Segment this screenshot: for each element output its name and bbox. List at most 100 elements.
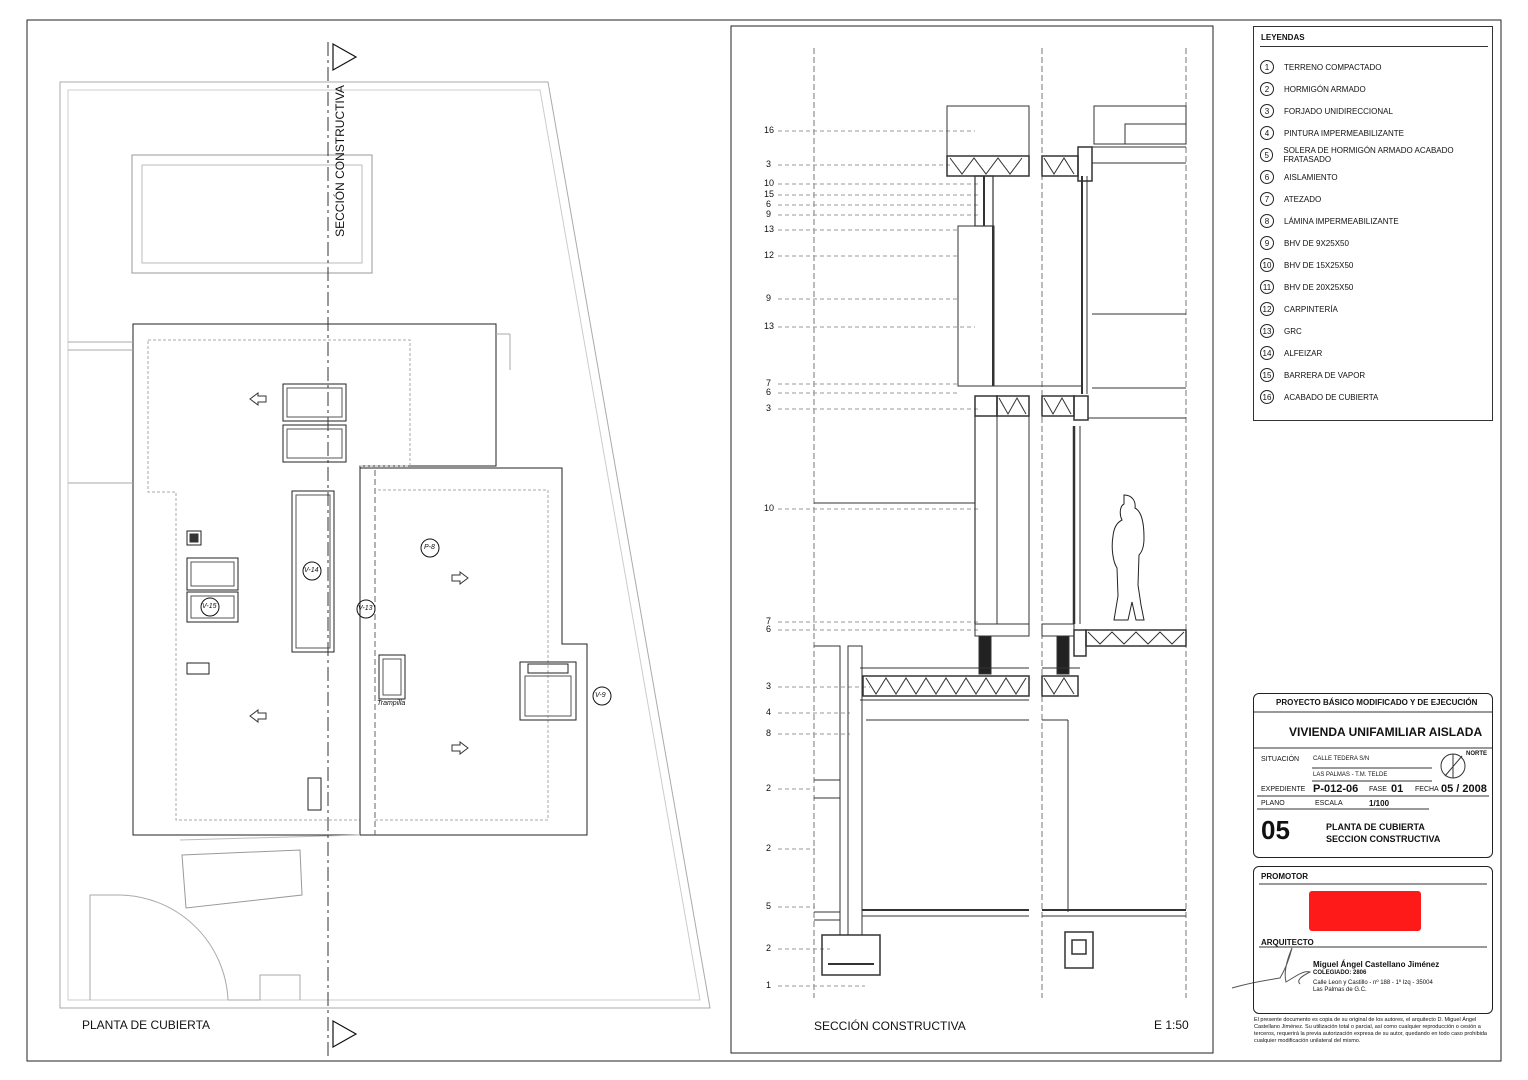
legend-item: 2 HORMIGÓN ARMADO bbox=[1260, 81, 1366, 97]
legend-text: LÁMINA IMPERMEABILIZANTE bbox=[1284, 216, 1399, 226]
fase-label: FASE bbox=[1369, 786, 1387, 793]
level-marker: 2 bbox=[766, 783, 772, 793]
copyright-disclaimer: El presente documento es copia de su ori… bbox=[1254, 1017, 1487, 1044]
legend-text: BHV DE 20X25X50 bbox=[1284, 282, 1354, 292]
legend-number: 4 bbox=[1260, 126, 1274, 140]
situacion-line-2: LAS PALMAS - T.M. TELDE bbox=[1313, 772, 1388, 778]
level-marker: 6 bbox=[766, 624, 772, 634]
legend-text: HORMIGÓN ARMADO bbox=[1284, 84, 1366, 94]
level-marker: 9 bbox=[766, 293, 772, 303]
level-marker: 8 bbox=[766, 728, 772, 738]
legend-text: ALFEIZAR bbox=[1284, 348, 1323, 358]
legend-number: 6 bbox=[1260, 170, 1274, 184]
legend-item: 7 ATEZADO bbox=[1260, 191, 1321, 207]
plan-tag: V-9 bbox=[595, 692, 606, 699]
project-name: VIVIENDA UNIFAMILIAR AISLADA bbox=[1289, 725, 1483, 739]
legend-number: 13 bbox=[1260, 324, 1274, 338]
level-marker: 6 bbox=[766, 199, 772, 209]
level-marker: 7 bbox=[766, 616, 772, 626]
level-marker: 15 bbox=[764, 189, 775, 199]
level-marker: 2 bbox=[766, 943, 772, 953]
level-marker: 1 bbox=[766, 980, 772, 990]
plan-tag: P-8 bbox=[424, 544, 435, 551]
legend-number: 3 bbox=[1260, 104, 1274, 118]
legend-item: 1 TERRENO COMPACTADO bbox=[1260, 59, 1381, 75]
plano-number: 05 bbox=[1261, 815, 1290, 845]
legend-number: 10 bbox=[1260, 258, 1274, 272]
legend-number: 15 bbox=[1260, 368, 1274, 382]
plan-title: PLANTA DE CUBIERTA bbox=[82, 1018, 211, 1032]
level-marker: 10 bbox=[764, 178, 775, 188]
legend-number: 7 bbox=[1260, 192, 1274, 206]
legend-text: PINTURA IMPERMEABILIZANTE bbox=[1284, 128, 1405, 138]
legend-item: 4 PINTURA IMPERMEABILIZANTE bbox=[1260, 125, 1404, 141]
level-marker: 4 bbox=[766, 707, 772, 717]
legend-item: 10 BHV DE 15X25X50 bbox=[1260, 257, 1353, 273]
legend-number: 8 bbox=[1260, 214, 1274, 228]
plano-title-1: PLANTA DE CUBIERTA bbox=[1326, 822, 1425, 832]
section-scale: E 1:50 bbox=[1154, 1018, 1189, 1032]
fecha-label: FECHA bbox=[1415, 786, 1439, 793]
level-marker: 9 bbox=[766, 209, 772, 219]
level-marker: 16 bbox=[764, 125, 775, 135]
legend-text: TERRENO COMPACTADO bbox=[1284, 62, 1382, 72]
plan-tag: V-14 bbox=[304, 567, 319, 574]
escala-label: ESCALA bbox=[1315, 800, 1343, 807]
legend-text: GRC bbox=[1284, 326, 1302, 336]
legend-text: BHV DE 9X25X50 bbox=[1284, 238, 1349, 248]
architect-name: Miguel Ángel Castellano Jiménez bbox=[1313, 960, 1440, 969]
legend-number: 11 bbox=[1260, 280, 1274, 294]
legend-text: CARPINTERÍA bbox=[1284, 304, 1338, 314]
construction-section bbox=[730, 25, 1214, 1054]
architect-address-1: Calle Leon y Castillo - nº 188 - 1º Izq … bbox=[1313, 980, 1433, 986]
legend-text: ATEZADO bbox=[1284, 194, 1322, 204]
architect-address-2: Las Palmas de G.C. bbox=[1313, 987, 1367, 993]
level-marker: 2 bbox=[766, 843, 772, 853]
legend-item: 3 FORJADO UNIDIRECCIONAL bbox=[1260, 103, 1393, 119]
legend-text: FORJADO UNIDIRECCIONAL bbox=[1284, 106, 1393, 116]
legend-item: 14 ALFEIZAR bbox=[1260, 345, 1322, 361]
level-marker: 3 bbox=[766, 403, 772, 413]
legend-number: 12 bbox=[1260, 302, 1274, 316]
level-marker: 12 bbox=[764, 250, 775, 260]
arquitecto-label: ARQUITECTO bbox=[1261, 938, 1314, 947]
legend-number: 14 bbox=[1260, 346, 1274, 360]
title-block: PROYECTO BÁSICO MODIFICADO Y DE EJECUCIÓ… bbox=[1253, 693, 1493, 858]
architect-colegiado: COLEGIADO: 2806 bbox=[1313, 970, 1367, 976]
legend-text: BHV DE 15X25X50 bbox=[1284, 260, 1354, 270]
level-marker: 7 bbox=[766, 378, 772, 388]
fase-value: 01 bbox=[1391, 783, 1404, 795]
escala-value: 1/100 bbox=[1369, 799, 1390, 808]
plano-label: PLANO bbox=[1261, 800, 1285, 807]
legend-text: BARRERA DE VAPOR bbox=[1284, 370, 1366, 380]
legend-item: 12 CARPINTERÍA bbox=[1260, 301, 1338, 317]
promotor-block: PROMOTOR ARQUITECTO Miguel Ángel Castell… bbox=[1253, 866, 1493, 1014]
fecha-value: 05 / 2008 bbox=[1441, 783, 1487, 795]
situacion-label: SITUACIÓN bbox=[1261, 756, 1300, 763]
level-marker: 5 bbox=[766, 901, 772, 911]
legend-number: 1 bbox=[1260, 60, 1274, 74]
legend-number: 2 bbox=[1260, 82, 1274, 96]
level-marker: 6 bbox=[766, 387, 772, 397]
legend-number: 5 bbox=[1260, 148, 1274, 162]
redacted-promoter-name bbox=[1309, 891, 1421, 931]
plano-title-2: SECCION CONSTRUCTIVA bbox=[1326, 834, 1441, 844]
trapdoor-label: Trampilla bbox=[377, 700, 406, 707]
expediente-value: P-012-06 bbox=[1313, 783, 1359, 795]
project-type: PROYECTO BÁSICO MODIFICADO Y DE EJECUCIÓ… bbox=[1276, 698, 1478, 707]
expediente-label: EXPEDIENTE bbox=[1261, 786, 1306, 793]
promotor-label: PROMOTOR bbox=[1261, 872, 1308, 881]
level-marker: 3 bbox=[766, 159, 772, 169]
norte-label: NORTE bbox=[1466, 751, 1487, 757]
level-marker: 10 bbox=[764, 503, 775, 513]
level-marker: 13 bbox=[764, 224, 775, 234]
roof-plan bbox=[59, 42, 711, 1060]
title-block-lines bbox=[1231, 711, 1493, 989]
plan-tag: V-15 bbox=[202, 603, 217, 610]
legend-item: 15 BARRERA DE VAPOR bbox=[1260, 367, 1365, 383]
